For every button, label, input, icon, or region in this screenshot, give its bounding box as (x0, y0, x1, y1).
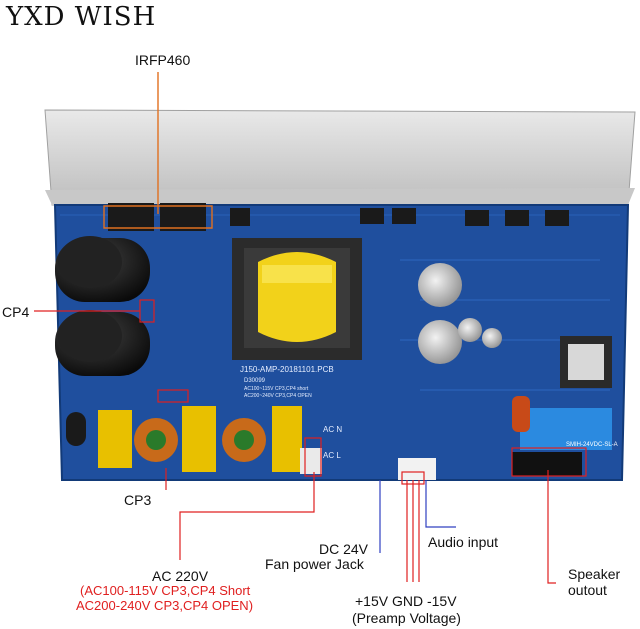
pcb-model-text: J150-AMP-20181101.PCB (240, 365, 334, 374)
preamp-voltage-label: +15V GND -15V (355, 593, 457, 609)
audio-input-label: Audio input (428, 534, 499, 550)
dc24v-label: DC 24V (319, 541, 369, 557)
ac220-label: AC 220V (152, 568, 209, 584)
cp4-label: CP4 (2, 304, 30, 320)
filter-capacitors (418, 263, 502, 364)
speaker-label: Speaker (568, 566, 621, 582)
ac-open-note: AC200-240V CP3,CP4 OPEN) (76, 598, 254, 613)
preamp-voltage-sub: (Preamp Voltage) (352, 610, 461, 626)
pcb-note1-text: AC100~115V CP3,CP4 short (244, 386, 309, 392)
irfp460-label: IRFP460 (135, 52, 191, 68)
output-section (512, 336, 612, 450)
main-capacitors (55, 236, 150, 376)
pcb-acl-text: AC L (323, 451, 341, 460)
emi-filter (66, 406, 302, 472)
heatsink (44, 109, 636, 206)
fan-jack-label: Fan power Jack (265, 556, 364, 572)
smps-transformer (232, 238, 362, 360)
mosfet-row (108, 203, 569, 231)
pcb-note2-text: AC200~240V CP3,CP4 OPEN (244, 393, 312, 399)
speaker-output-label: outout (568, 582, 607, 598)
cp3-label: CP3 (124, 492, 152, 508)
ac-short-note: (AC100-115V CP3,CP4 Short (80, 583, 251, 598)
pcb-acn-text: AC N (323, 425, 342, 434)
brand-watermark: YXD WISH (6, 2, 157, 32)
pcb-code-text: D30099 (244, 378, 266, 384)
relay-text: SMIH-24VDC-SL-A (566, 442, 618, 448)
